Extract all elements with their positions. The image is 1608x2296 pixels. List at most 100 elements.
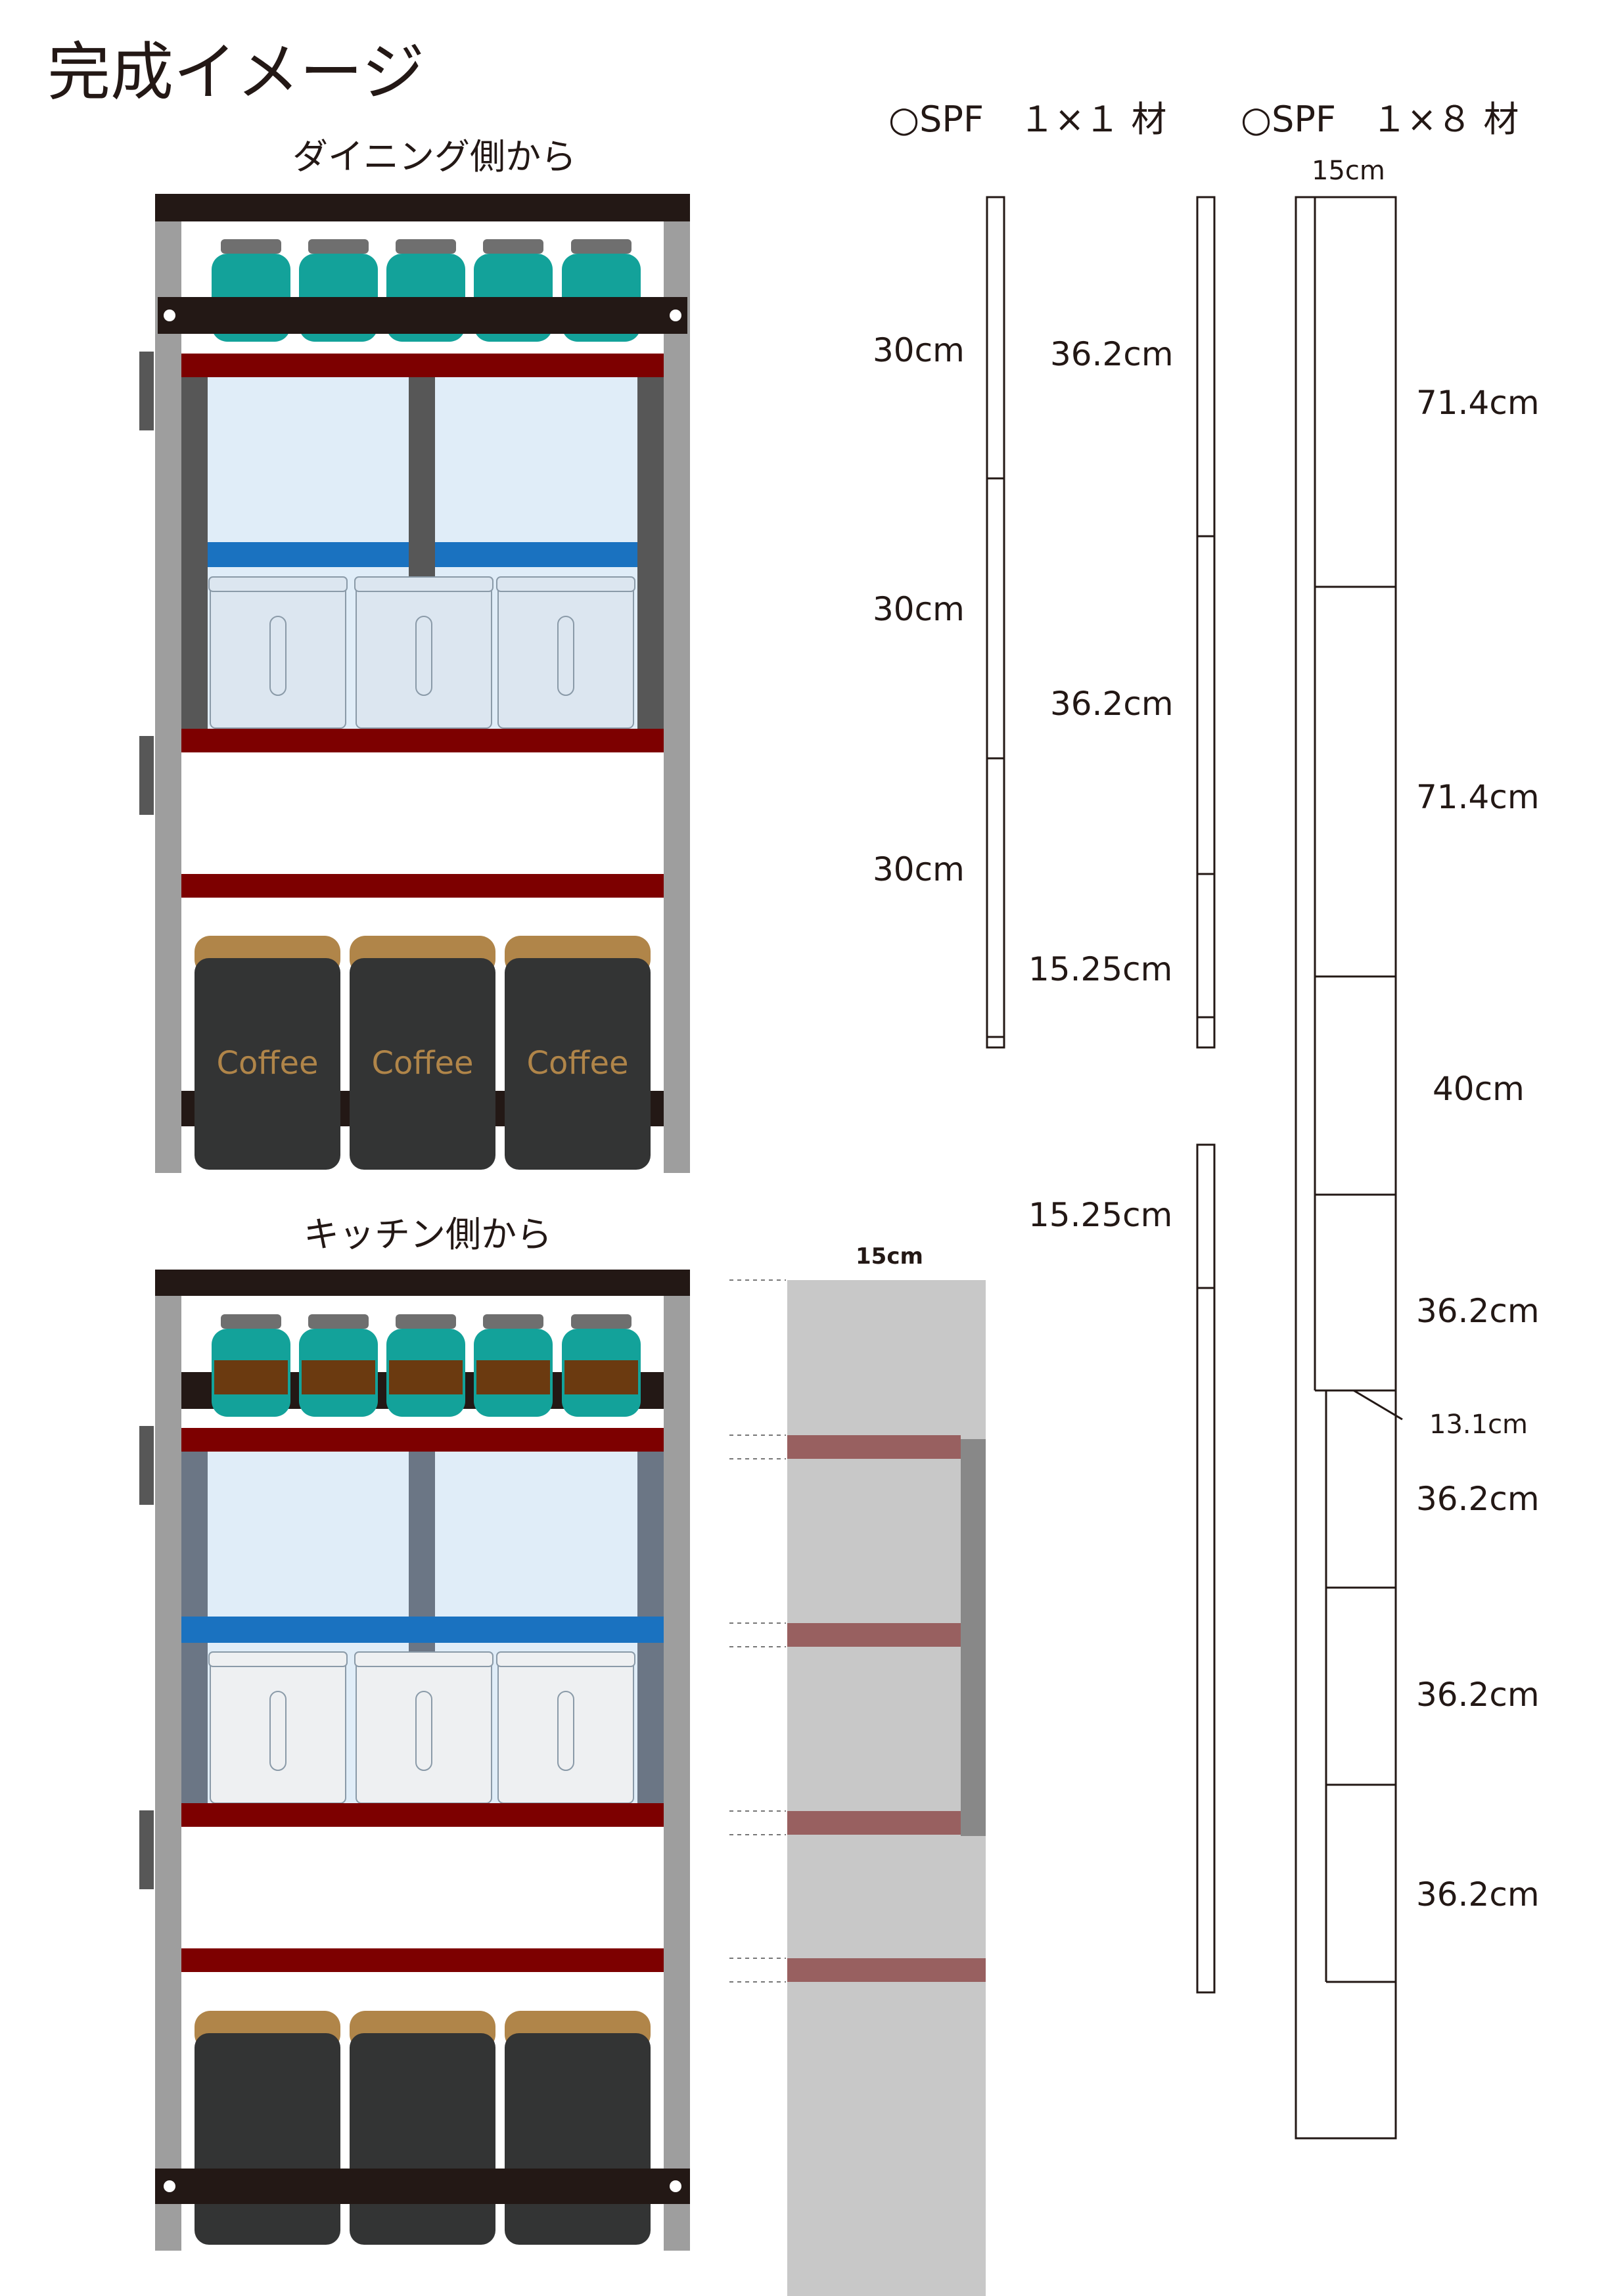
bin-row — [208, 576, 635, 729]
side-panel — [787, 1280, 986, 2296]
blue-rail — [181, 1617, 664, 1643]
dim-1x8-5: 36.2cm — [1416, 1480, 1540, 1518]
lumber-1x8-board — [1295, 196, 1403, 2140]
bin-lid — [354, 1651, 494, 1667]
top-beam — [155, 194, 690, 221]
jar-lid — [221, 239, 281, 254]
blue-rail — [208, 542, 409, 567]
dim-1x1-a-1: 30cm — [873, 331, 965, 369]
side-post — [961, 1439, 986, 1836]
page-title: 完成イメージ — [47, 35, 425, 109]
board-width-label: 15cm — [1312, 156, 1385, 186]
bin-handle — [269, 1691, 287, 1771]
right-post — [664, 197, 690, 1173]
offset-label: 13.1cm — [1429, 1410, 1528, 1440]
kitchen-view-label: キッチン側から — [304, 1214, 552, 1255]
jar-lid — [396, 239, 456, 254]
jar-lid — [221, 1314, 281, 1329]
bin-lid — [354, 576, 494, 592]
inner-post — [181, 377, 208, 729]
bin-handle — [557, 1691, 574, 1771]
lumber-1x1-column-b — [1196, 196, 1216, 1994]
jar-row — [212, 1314, 641, 1417]
shelf-board — [181, 354, 664, 377]
dining-view-label: ダイニング側から — [292, 136, 576, 177]
storage-bin — [356, 1651, 492, 1804]
jar-label-band — [214, 1360, 288, 1394]
side-shelf — [787, 1623, 961, 1647]
jar-label-band — [302, 1360, 375, 1394]
side-shelf — [787, 1811, 961, 1835]
storage-bin — [497, 576, 634, 729]
jar-lid — [308, 239, 369, 254]
dim-1x1-a-3: 30cm — [873, 850, 965, 888]
jar-lid — [483, 239, 543, 254]
bolt — [164, 2180, 175, 2192]
bottom-crossbar — [155, 2169, 690, 2204]
bin-lid — [208, 576, 348, 592]
spf-1x1-header: ○SPF １×１ 材 — [888, 99, 1167, 140]
bin-lid — [496, 576, 635, 592]
bolt — [670, 2180, 681, 2192]
side-view — [729, 1279, 986, 2296]
dim-1x8-7: 36.2cm — [1416, 1875, 1540, 1914]
dim-1x1-b-2: 36.2cm — [1050, 685, 1174, 723]
bin-handle — [557, 616, 574, 696]
storage-bin — [356, 576, 492, 729]
jar-lid — [571, 1314, 632, 1329]
jar-lid — [571, 239, 632, 254]
bin-handle — [415, 616, 432, 696]
bin-row — [208, 1651, 635, 1804]
shelf-board — [181, 729, 664, 752]
lumber-1x1-column-a — [986, 196, 1005, 1049]
storage-bin — [497, 1651, 634, 1804]
top-beam — [155, 1270, 690, 1296]
bolt — [164, 310, 175, 321]
side-shelf — [787, 1958, 986, 1982]
dim-1x8-4: 36.2cm — [1416, 1292, 1540, 1330]
canister — [350, 2033, 495, 2245]
storage-bin — [210, 576, 346, 729]
side-shelf — [787, 1435, 961, 1459]
dim-1x1-b-1: 36.2cm — [1050, 335, 1174, 373]
shelf-board — [181, 1803, 664, 1827]
dim-1x8-1: 71.4cm — [1416, 384, 1540, 422]
bin-lid — [208, 1651, 348, 1667]
left-post — [155, 197, 181, 1173]
dim-1x8-2: 71.4cm — [1416, 778, 1540, 816]
blue-rail — [435, 542, 637, 567]
inner-post — [637, 377, 664, 729]
bin-lid — [496, 1651, 635, 1667]
bin-handle — [415, 1691, 432, 1771]
jar-lid — [483, 1314, 543, 1329]
dim-1x1-a-2: 30cm — [873, 590, 965, 628]
jar-label-band — [564, 1360, 638, 1394]
canister — [505, 2033, 651, 2245]
crossbar — [158, 297, 687, 334]
jar-label-band — [389, 1360, 463, 1394]
canister — [505, 958, 651, 1170]
dim-1x8-3: 40cm — [1433, 1070, 1525, 1108]
side-width-label: 15cm — [856, 1243, 923, 1270]
canister — [195, 958, 340, 1170]
wall-bracket — [139, 352, 154, 430]
shelf-board — [181, 1948, 664, 1972]
left-post — [155, 1272, 181, 2251]
canister — [195, 2033, 340, 2245]
side-dashes — [729, 1279, 786, 1983]
jar-lid — [396, 1314, 456, 1329]
jar-lid — [308, 1314, 369, 1329]
bolt — [670, 310, 681, 321]
dim-1x1-b-4: 15.25cm — [1028, 1196, 1173, 1234]
wall-bracket — [139, 736, 154, 815]
storage-bin — [210, 1651, 346, 1804]
shelf-board — [181, 874, 664, 898]
canister-row — [195, 2011, 651, 2245]
canister — [350, 958, 495, 1170]
wall-bracket — [139, 1426, 154, 1505]
bin-handle — [269, 616, 287, 696]
